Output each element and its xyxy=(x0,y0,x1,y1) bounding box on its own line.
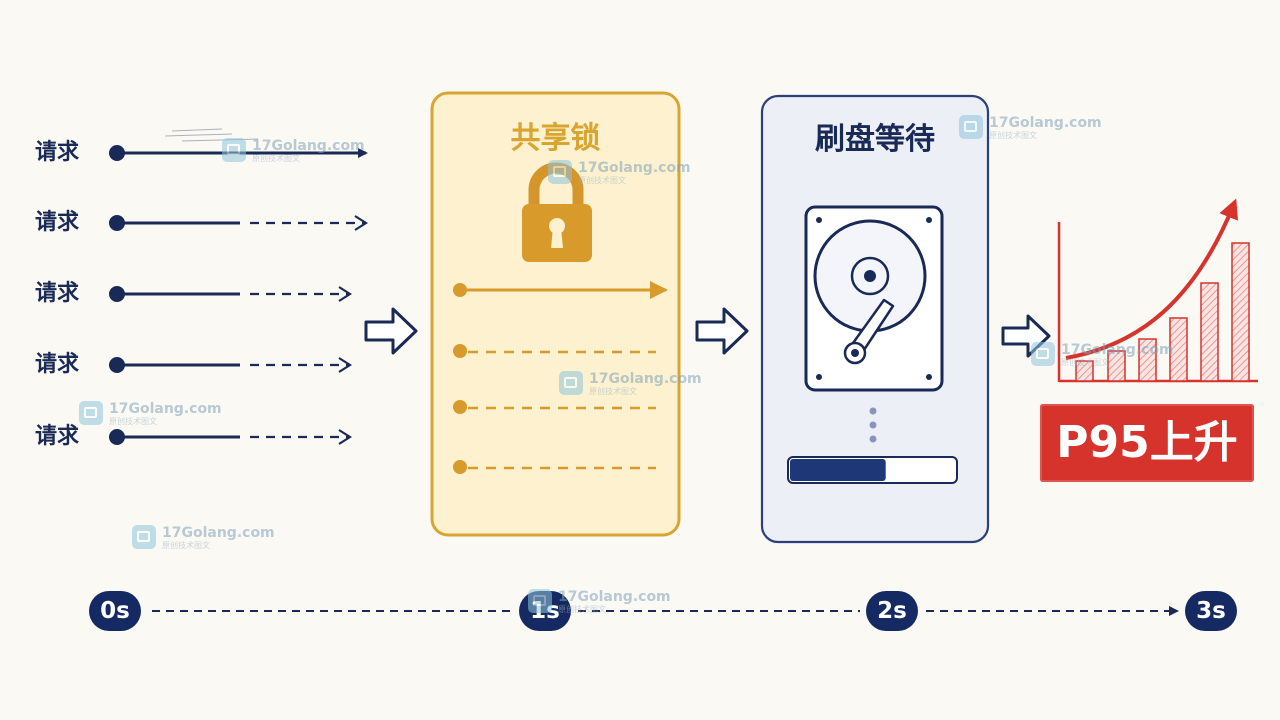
request-label-5: 请求 xyxy=(35,424,80,449)
request-arrow-3 xyxy=(109,286,350,302)
transition-arrow-1 xyxy=(364,307,418,355)
request-arrow-2 xyxy=(109,215,366,231)
timeline-tick-3s: 3s xyxy=(1185,591,1237,631)
request-label-4: 请求 xyxy=(35,352,80,377)
lock-waiting-line-3 xyxy=(453,460,656,474)
lock-solid-arrow xyxy=(453,281,668,299)
waiting-dots xyxy=(869,407,877,443)
timeline-tick-0s: 0s xyxy=(89,591,141,631)
speed-lines xyxy=(164,128,259,142)
flush-wait-title: 刷盘等待 xyxy=(815,122,935,157)
rising-bar-chart-icon xyxy=(1057,198,1258,383)
timeline-tick-1s: 1s xyxy=(519,591,571,631)
lock-waiting-line-2 xyxy=(453,400,656,414)
request-label-2: 请求 xyxy=(35,210,80,235)
lock-waiting-line-1 xyxy=(453,344,656,358)
flush-progress-bar xyxy=(787,456,958,484)
transition-arrow-2 xyxy=(695,307,749,355)
shared-lock-panel xyxy=(430,91,681,537)
request-label-3: 请求 xyxy=(35,281,80,306)
hard-disk-icon xyxy=(804,205,944,392)
request-arrow-1 xyxy=(109,145,368,161)
p95-rise-badge: P95上升 xyxy=(1040,404,1254,482)
flush-progress-fill xyxy=(790,459,886,481)
timeline-tick-2s: 2s xyxy=(866,591,918,631)
transition-arrow-3 xyxy=(1001,314,1051,358)
shared-lock-title: 共享锁 xyxy=(510,121,601,156)
request-arrow-5 xyxy=(109,429,350,445)
request-label-1: 请求 xyxy=(35,140,80,165)
request-arrow-4 xyxy=(109,357,350,373)
